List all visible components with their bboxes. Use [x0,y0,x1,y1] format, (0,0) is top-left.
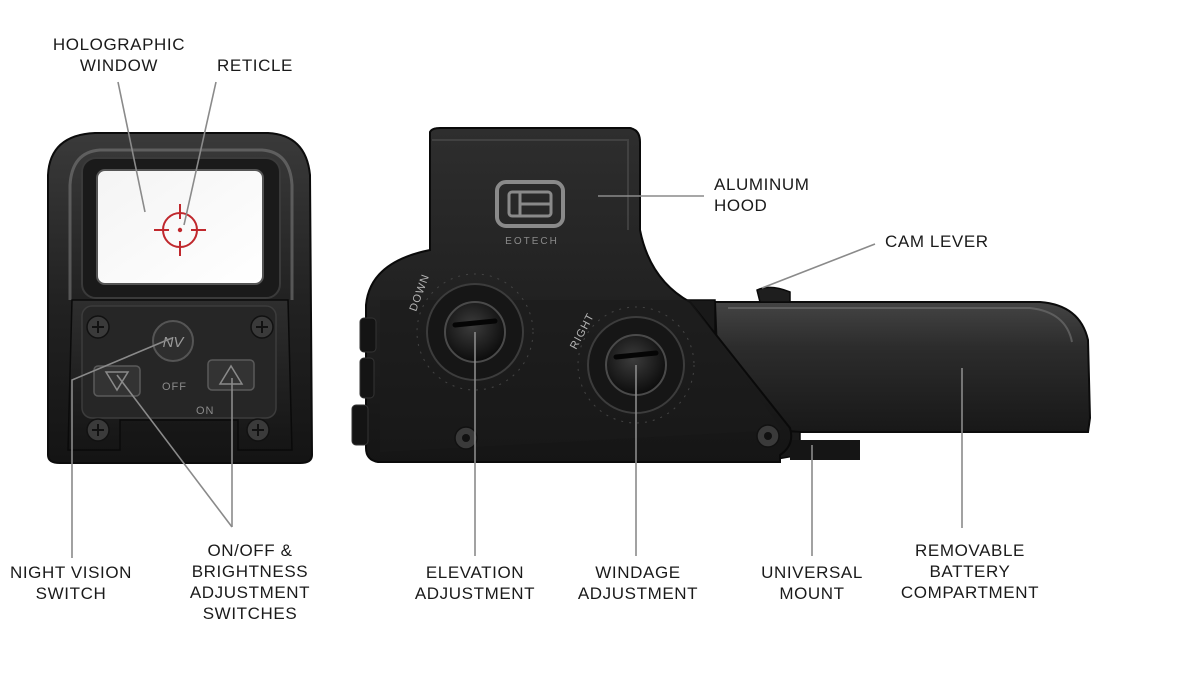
holographic-window [96,169,264,285]
off-marking: OFF [162,381,187,393]
leader-cam-lever [761,243,876,289]
label-reticle: RETICLE [217,56,293,75]
nv-marking: NV [163,334,186,351]
label-cam-lever: CAM LEVER [885,232,989,251]
label-onoff-brightness: ON/OFF & BRIGHTNESS ADJUSTMENT SWITCHES [189,541,311,623]
leader-onoff-a [116,374,233,528]
label-removable-battery: REMOVABLE BATTERY COMPARTMENT [900,541,1040,602]
label-elevation-adjustment: ELEVATION ADJUSTMENT [414,563,536,603]
label-holographic-window: HOLOGRAPHIC WINDOW [52,35,186,75]
brand-marking: EOTECH [505,236,559,247]
label-universal-mount: UNIVERSAL MOUNT [761,563,863,603]
screw-icon [454,426,478,450]
front-view: NV OFF ON [47,132,314,464]
label-night-vision-switch: NIGHT VISION SWITCH [9,563,133,603]
screw-icon [756,424,780,448]
label-aluminum-hood: ALUMINUM HOOD [714,175,810,215]
reticle [154,204,206,256]
cam-lever [756,286,791,303]
side-view: EOTECH DOWN RIGHT [351,127,1092,463]
screw-icon [86,418,110,442]
night-vision-button[interactable]: NV [152,320,194,362]
leader-lines [71,81,963,558]
brightness-up-button[interactable] [207,359,255,391]
eotech-logo-icon [495,180,565,228]
label-windage-adjustment: WINDAGE ADJUSTMENT [577,563,699,603]
brightness-down-button[interactable] [93,365,141,397]
screw-icon [250,315,274,339]
leader-holographic-window [117,81,146,213]
on-marking: ON [196,405,215,417]
battery-compartment [713,301,1092,433]
screw-icon [246,418,270,442]
leader-night-vision [71,337,173,558]
leader-reticle [183,81,217,226]
screw-icon [86,315,110,339]
